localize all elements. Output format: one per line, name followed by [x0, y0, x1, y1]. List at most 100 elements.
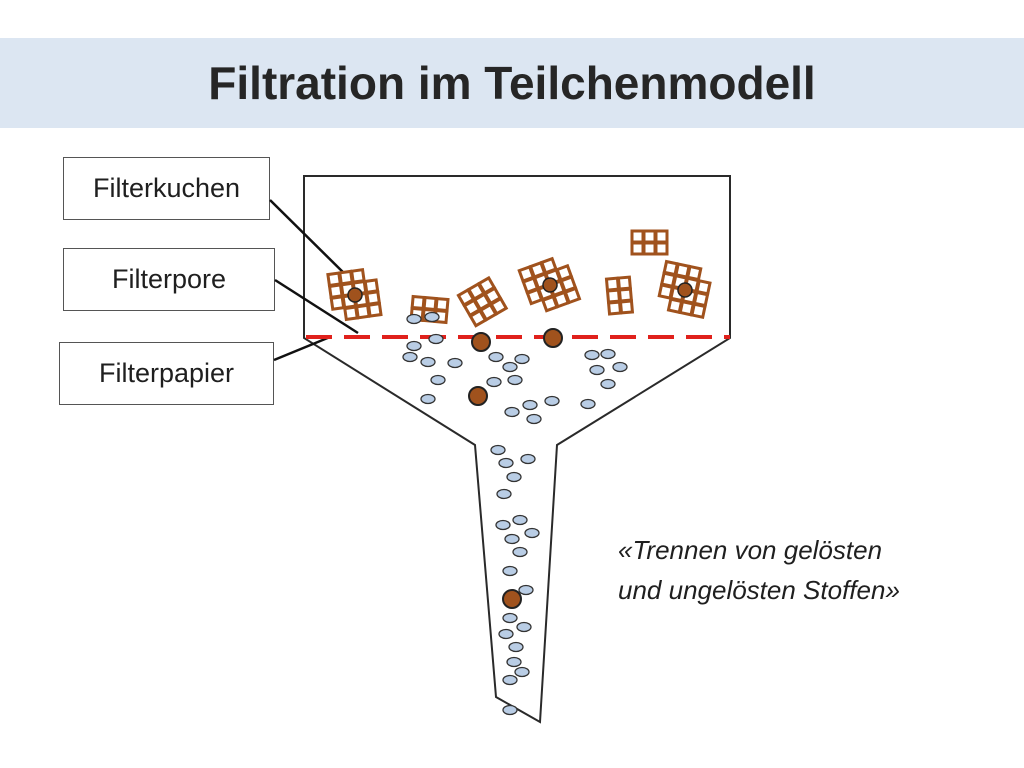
dissolved-particle: [584, 349, 600, 361]
solid-particle-square: [329, 295, 346, 311]
solid-particle-square: [563, 286, 582, 305]
dissolved-particle: [504, 533, 520, 545]
solid-particle-square: [642, 229, 657, 244]
dissolved-particle: [402, 351, 418, 363]
dissolved-particle: [506, 471, 522, 483]
solid-particle-square: [489, 296, 509, 316]
undissolved-particle: [502, 589, 522, 609]
solid-particle-square: [617, 287, 634, 303]
dissolved-particle: [516, 621, 532, 633]
dissolved-particle: [589, 364, 605, 376]
solid-particle-square: [630, 241, 645, 256]
dissolved-particle: [502, 612, 518, 624]
solid-particle-square: [338, 269, 354, 286]
dissolved-particle: [498, 628, 514, 640]
dissolved-particle: [502, 361, 518, 373]
filter-cake-cluster: [517, 256, 582, 313]
caption-line-1: «Trennen von gelösten: [618, 535, 883, 565]
undissolved-particles: [468, 328, 563, 609]
label-filterpapier: Filterpapier: [59, 342, 274, 405]
solid-particle-square: [366, 301, 383, 318]
filter-cake-cluster: [326, 268, 383, 322]
solid-particle-square: [616, 275, 632, 291]
dissolved-particle: [502, 704, 518, 716]
solid-particle-square: [365, 290, 382, 306]
dissolved-particle: [430, 374, 446, 386]
dissolved-particle: [508, 641, 524, 653]
pointer-line-filterpore: [274, 278, 359, 335]
undissolved-particle: [468, 386, 488, 406]
dissolved-particle: [514, 666, 530, 678]
solid-particle-square: [642, 241, 657, 256]
dissolved-particle: [406, 313, 422, 325]
dissolved-particle: [406, 340, 422, 352]
solid-particle-square: [349, 268, 366, 284]
dissolved-particle: [518, 584, 534, 596]
solid-particle-square: [422, 295, 438, 312]
solid-particle-core: [542, 277, 558, 293]
pointer-line-filterkuchen: [269, 199, 357, 286]
solid-particle-square: [326, 271, 343, 288]
solid-particle-square: [327, 283, 344, 300]
dissolved-particle: [522, 399, 538, 411]
dissolved-particle: [520, 453, 536, 465]
pointer-line-filterpapier: [273, 335, 331, 362]
undissolved-particle: [543, 328, 563, 348]
caption-line-2: und ungelösten Stoffen»: [618, 575, 900, 605]
filter-cake-cluster: [630, 229, 669, 256]
dissolved-particle: [502, 565, 518, 577]
dissolved-particle: [544, 395, 560, 407]
dissolved-particle: [498, 457, 514, 469]
label-filterkuchen: Filterkuchen: [63, 157, 270, 220]
solid-particle-square: [343, 305, 359, 322]
solid-particle-core: [677, 282, 693, 298]
funnel-outline: [303, 175, 731, 724]
dissolved-particle: [496, 488, 512, 500]
dissolved-particle: [488, 351, 504, 363]
solid-particle-square: [434, 296, 450, 313]
dissolved-particle: [447, 357, 463, 369]
dissolved-particle: [612, 361, 628, 373]
solid-particle-square: [410, 294, 426, 311]
filter-cake-cluster: [604, 275, 635, 316]
dissolved-particle: [580, 398, 596, 410]
solid-particle-square: [354, 303, 371, 320]
dissolved-particle: [504, 406, 520, 418]
label-filterpore: Filterpore: [63, 248, 275, 311]
dissolved-particle: [600, 348, 616, 360]
title-band: [0, 38, 1024, 128]
slide-title: Filtration im Teilchenmodell: [208, 57, 816, 109]
dissolved-particle: [512, 514, 528, 526]
solid-particle-square: [654, 241, 669, 256]
solid-particle-square: [604, 276, 621, 292]
dissolved-particle: [495, 519, 511, 531]
solid-particle-square: [605, 288, 622, 304]
solid-particle-square: [606, 300, 623, 316]
dissolved-particle: [420, 393, 436, 405]
dissolved-particle: [600, 378, 616, 390]
solid-particle-square: [654, 229, 669, 244]
solid-particle-core: [347, 287, 363, 303]
dissolved-particle: [420, 356, 436, 368]
solid-particle-square: [630, 229, 645, 244]
dissolved-particle: [526, 413, 542, 425]
dissolved-particle: [524, 527, 540, 539]
solid-particle-square: [618, 299, 635, 315]
dissolved-particle: [502, 674, 518, 686]
dissolved-particle: [514, 353, 530, 365]
dissolved-particle: [424, 311, 440, 323]
dissolved-particle: [486, 376, 502, 388]
solid-particle-square: [363, 278, 380, 295]
dissolved-particle: [506, 656, 522, 668]
filter-cake-clusters: [326, 229, 712, 328]
solid-particle-square: [690, 302, 707, 320]
filter-cake-cluster: [657, 259, 712, 320]
filter-cake-cluster: [456, 275, 509, 328]
dissolved-particle: [512, 546, 528, 558]
dissolved-particle: [428, 333, 444, 345]
dissolved-particle: [507, 374, 523, 386]
undissolved-particle: [471, 332, 491, 352]
caption-quote: «Trennen von gelösten und ungelösten Sto…: [618, 530, 900, 610]
dissolved-particle: [490, 444, 506, 456]
